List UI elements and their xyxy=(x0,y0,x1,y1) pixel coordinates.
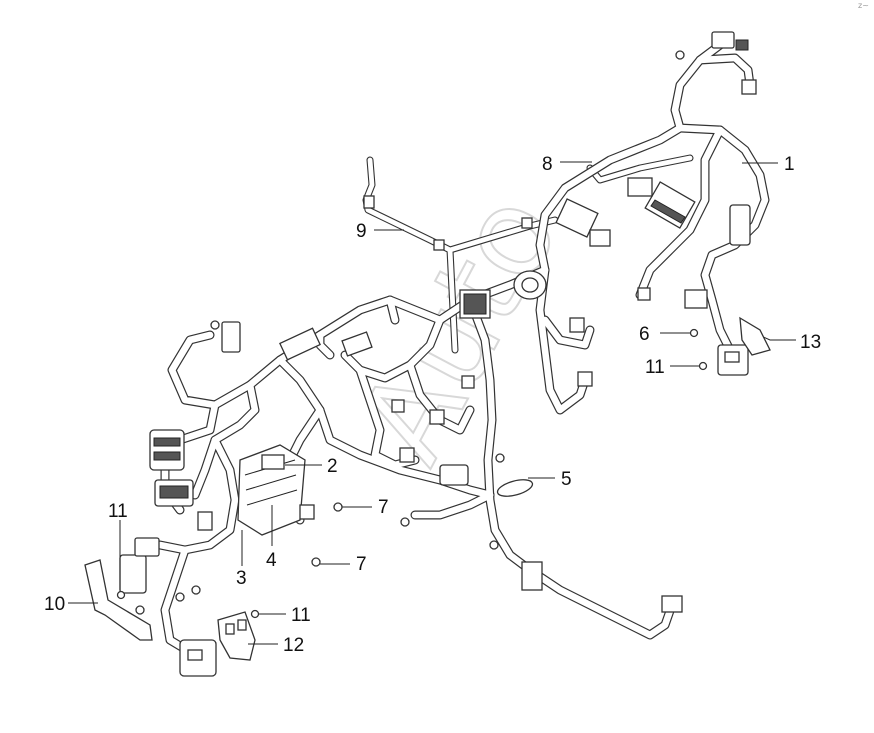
callout-12: 12 xyxy=(248,635,304,656)
svg-text:6: 6 xyxy=(639,324,650,345)
callout-8: 8 xyxy=(542,154,592,175)
callout-10: 10 xyxy=(44,594,98,615)
callout-9: 9 xyxy=(356,221,404,242)
callout-5: 5 xyxy=(528,469,572,490)
svg-text:5: 5 xyxy=(561,469,572,490)
callout-6: 6 xyxy=(639,324,699,345)
svg-text:12: 12 xyxy=(283,635,304,656)
svg-text:13: 13 xyxy=(800,332,821,353)
svg-text:11: 11 xyxy=(291,605,311,626)
callout-4: 4 xyxy=(266,505,277,571)
callout-3: 3 xyxy=(236,530,247,589)
svg-text:7: 7 xyxy=(378,497,389,518)
callout-7-lower: 7 xyxy=(311,554,367,575)
svg-text:11: 11 xyxy=(645,357,665,378)
callouts: 1 2 3 4 5 6 7 7 xyxy=(44,154,821,656)
svg-text:11: 11 xyxy=(108,501,128,522)
svg-text:3: 3 xyxy=(236,568,247,589)
callout-11-bottom: 11 xyxy=(250,605,311,626)
callout-13: 13 xyxy=(739,316,821,356)
svg-text:10: 10 xyxy=(44,594,65,615)
connectors xyxy=(84,31,757,677)
callout-11-right: 11 xyxy=(645,357,708,378)
svg-text:7: 7 xyxy=(356,554,367,575)
callout-2: 2 xyxy=(285,456,338,477)
svg-text:4: 4 xyxy=(266,550,277,571)
callout-11-left: 11 xyxy=(108,501,128,600)
corner-mark: z~ xyxy=(858,1,869,10)
callout-7-upper: 7 xyxy=(333,497,389,518)
svg-text:9: 9 xyxy=(356,221,367,242)
svg-text:8: 8 xyxy=(542,154,553,175)
svg-text:1: 1 xyxy=(784,154,795,175)
callout-1: 1 xyxy=(742,154,795,175)
svg-text:2: 2 xyxy=(327,456,338,477)
harness-9 xyxy=(362,156,559,354)
fasteners xyxy=(135,50,685,615)
